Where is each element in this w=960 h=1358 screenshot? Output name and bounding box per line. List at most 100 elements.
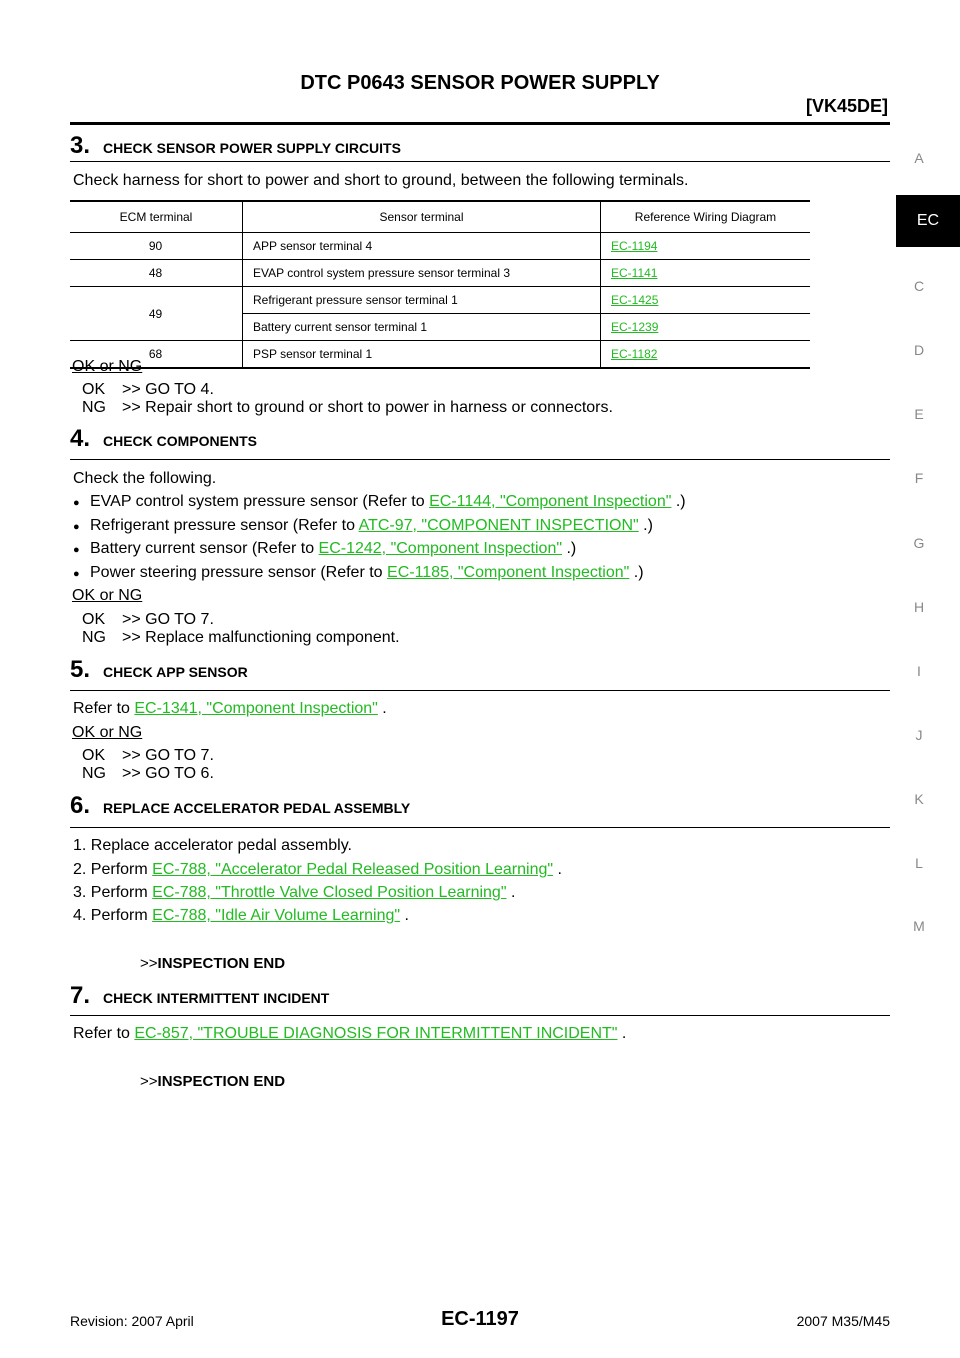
ok-result: OK >> GO TO 7.: [82, 747, 214, 765]
step-number: 3.: [70, 132, 91, 159]
procedure-step: 3. Perform EC-788, "Throttle Valve Close…: [73, 884, 516, 901]
table-header-sensor: Sensor terminal: [242, 200, 601, 233]
ecm-terminal: 49: [70, 286, 243, 341]
ok-or-ng-label: OK or NG: [72, 358, 143, 375]
terminal-table: ECM terminal Sensor terminal Reference W…: [70, 200, 810, 369]
table-header-row: ECM terminal Sensor terminal Reference W…: [70, 200, 810, 233]
ok-key: OK: [82, 611, 106, 628]
table-row: 68 PSP sensor terminal 1 EC-1182: [70, 340, 810, 369]
side-index-g[interactable]: G: [913, 535, 925, 551]
side-index-d[interactable]: D: [913, 342, 925, 358]
table-row: Battery current sensor terminal 1 EC-123…: [70, 313, 810, 341]
ng-key: NG: [82, 399, 106, 416]
ok-result: OK >> GO TO 4.: [82, 381, 214, 399]
diagnosis-link[interactable]: EC-857, "TROUBLE DIAGNOSIS FOR INTERMITT…: [134, 1025, 618, 1042]
ng-text: >> Repair short to ground or short to po…: [122, 399, 613, 416]
ecm-terminal: 68: [70, 340, 243, 369]
step-title: CHECK INTERMITTENT INCIDENT: [103, 990, 330, 1006]
sensor-terminal: APP sensor terminal 4: [242, 232, 601, 260]
ng-key: NG: [82, 765, 106, 782]
ok-key: OK: [82, 747, 106, 764]
side-index-ec-active[interactable]: EC: [896, 195, 960, 247]
step-5-instruction: Refer to EC-1341, "Component Inspection"…: [73, 700, 387, 717]
reference-link[interactable]: EC-1194: [611, 239, 658, 253]
ok-or-ng-label: OK or NG: [72, 724, 143, 741]
side-index-j[interactable]: J: [915, 727, 923, 743]
step-number: 7.: [70, 982, 91, 1009]
reference-link[interactable]: EC-1141: [611, 266, 658, 280]
ng-text: >> GO TO 6.: [122, 765, 214, 782]
step-4-instruction: Check the following.: [73, 470, 217, 487]
ng-result: NG >> Repair short to ground or short to …: [82, 399, 613, 417]
procedure-link[interactable]: EC-788, "Idle Air Volume Learning": [152, 907, 401, 924]
component-item: Power steering pressure sensor (Refer to…: [73, 564, 644, 582]
side-index-e[interactable]: E: [914, 406, 924, 422]
inspection-link[interactable]: EC-1185, "Component Inspection": [387, 564, 630, 581]
step-title: REPLACE ACCELERATOR PEDAL ASSEMBLY: [103, 800, 411, 816]
sensor-terminal: EVAP control system pressure sensor term…: [242, 259, 601, 287]
page-title: DTC P0643 SENSOR POWER SUPPLY: [300, 72, 660, 94]
step-number: 5.: [70, 656, 91, 683]
table-row: 48 EVAP control system pressure sensor t…: [70, 259, 810, 287]
procedure-link[interactable]: EC-788, "Accelerator Pedal Released Posi…: [152, 861, 554, 878]
page-number: EC-1197: [441, 1308, 519, 1330]
inspection-link[interactable]: EC-1341, "Component Inspection": [134, 700, 378, 717]
side-index-f[interactable]: F: [914, 470, 924, 486]
table-header-ecm: ECM terminal: [70, 200, 243, 233]
step-title: CHECK SENSOR POWER SUPPLY CIRCUITS: [103, 140, 401, 156]
ok-text: >> GO TO 4.: [122, 381, 214, 398]
ok-result: OK>> GO TO 7.: [82, 611, 214, 629]
reference-link[interactable]: EC-1239: [611, 320, 659, 334]
procedure-step: 2. Perform EC-788, "Accelerator Pedal Re…: [73, 861, 562, 878]
side-index-k[interactable]: K: [914, 791, 924, 807]
step-divider: [70, 459, 890, 460]
inspection-link[interactable]: EC-1242, "Component Inspection": [318, 540, 563, 557]
side-index-l[interactable]: L: [915, 855, 923, 871]
ok-key: OK: [82, 381, 106, 398]
ng-result: NG >> Replace malfunctioning component.: [82, 629, 400, 647]
inspection-end: >>INSPECTION END: [140, 1073, 286, 1090]
inspection-link[interactable]: ATC-97, "COMPONENT INSPECTION": [358, 517, 639, 534]
engine-code: [VK45DE]: [805, 96, 888, 116]
step-number: 4.: [70, 425, 91, 452]
step-divider: [70, 1015, 890, 1016]
side-index-c[interactable]: C: [913, 278, 925, 294]
vehicle-model: 2007 M35/M45: [796, 1313, 890, 1329]
revision-date: Revision: 2007 April: [70, 1313, 194, 1329]
side-index-h[interactable]: H: [913, 599, 925, 615]
component-item: EVAP control system pressure sensor (Ref…: [73, 493, 686, 511]
step-3-instruction: Check harness for short to power and sho…: [73, 172, 689, 189]
inspection-end: >>INSPECTION END: [140, 955, 286, 972]
ng-key: NG: [82, 629, 106, 646]
sensor-terminal: PSP sensor terminal 1: [242, 340, 601, 369]
procedure-step: 1. Replace accelerator pedal assembly.: [73, 837, 352, 854]
step-divider: [70, 690, 890, 691]
step-title: CHECK APP SENSOR: [103, 664, 248, 680]
side-index-m[interactable]: M: [913, 918, 925, 934]
ok-text: >> GO TO 7.: [122, 747, 214, 764]
step-divider: [70, 827, 890, 828]
table-row: 49 Refrigerant pressure sensor terminal …: [70, 286, 810, 341]
ecm-terminal: 90: [70, 232, 243, 260]
step-7-instruction: Refer to EC-857, "TROUBLE DIAGNOSIS FOR …: [73, 1025, 627, 1042]
table-row: 90 APP sensor terminal 4 EC-1194: [70, 232, 810, 260]
procedure-step: 4. Perform EC-788, "Idle Air Volume Lear…: [73, 907, 409, 924]
ecm-terminal: 48: [70, 259, 243, 287]
reference-link[interactable]: EC-1182: [611, 347, 658, 361]
inspection-link[interactable]: EC-1144, "Component Inspection": [429, 493, 672, 510]
table-header-reference: Reference Wiring Diagram: [600, 200, 810, 233]
step-title: CHECK COMPONENTS: [103, 433, 258, 449]
ng-result: NG >> GO TO 6.: [82, 765, 214, 783]
procedure-link[interactable]: EC-788, "Throttle Valve Closed Position …: [152, 884, 507, 901]
sensor-terminal: Refrigerant pressure sensor terminal 1: [242, 286, 601, 314]
ok-or-ng-label: OK or NG: [72, 587, 143, 604]
side-index-i[interactable]: I: [917, 663, 921, 679]
step-divider: [70, 161, 890, 162]
ng-text: >> Replace malfunctioning component.: [122, 629, 400, 646]
side-index-a[interactable]: A: [914, 150, 924, 166]
header-divider: [70, 122, 890, 125]
reference-link[interactable]: EC-1425: [611, 293, 659, 307]
step-number: 6.: [70, 792, 91, 819]
component-item: Refrigerant pressure sensor (Refer to AT…: [73, 517, 653, 535]
component-item: Battery current sensor (Refer to EC-1242…: [73, 540, 576, 558]
